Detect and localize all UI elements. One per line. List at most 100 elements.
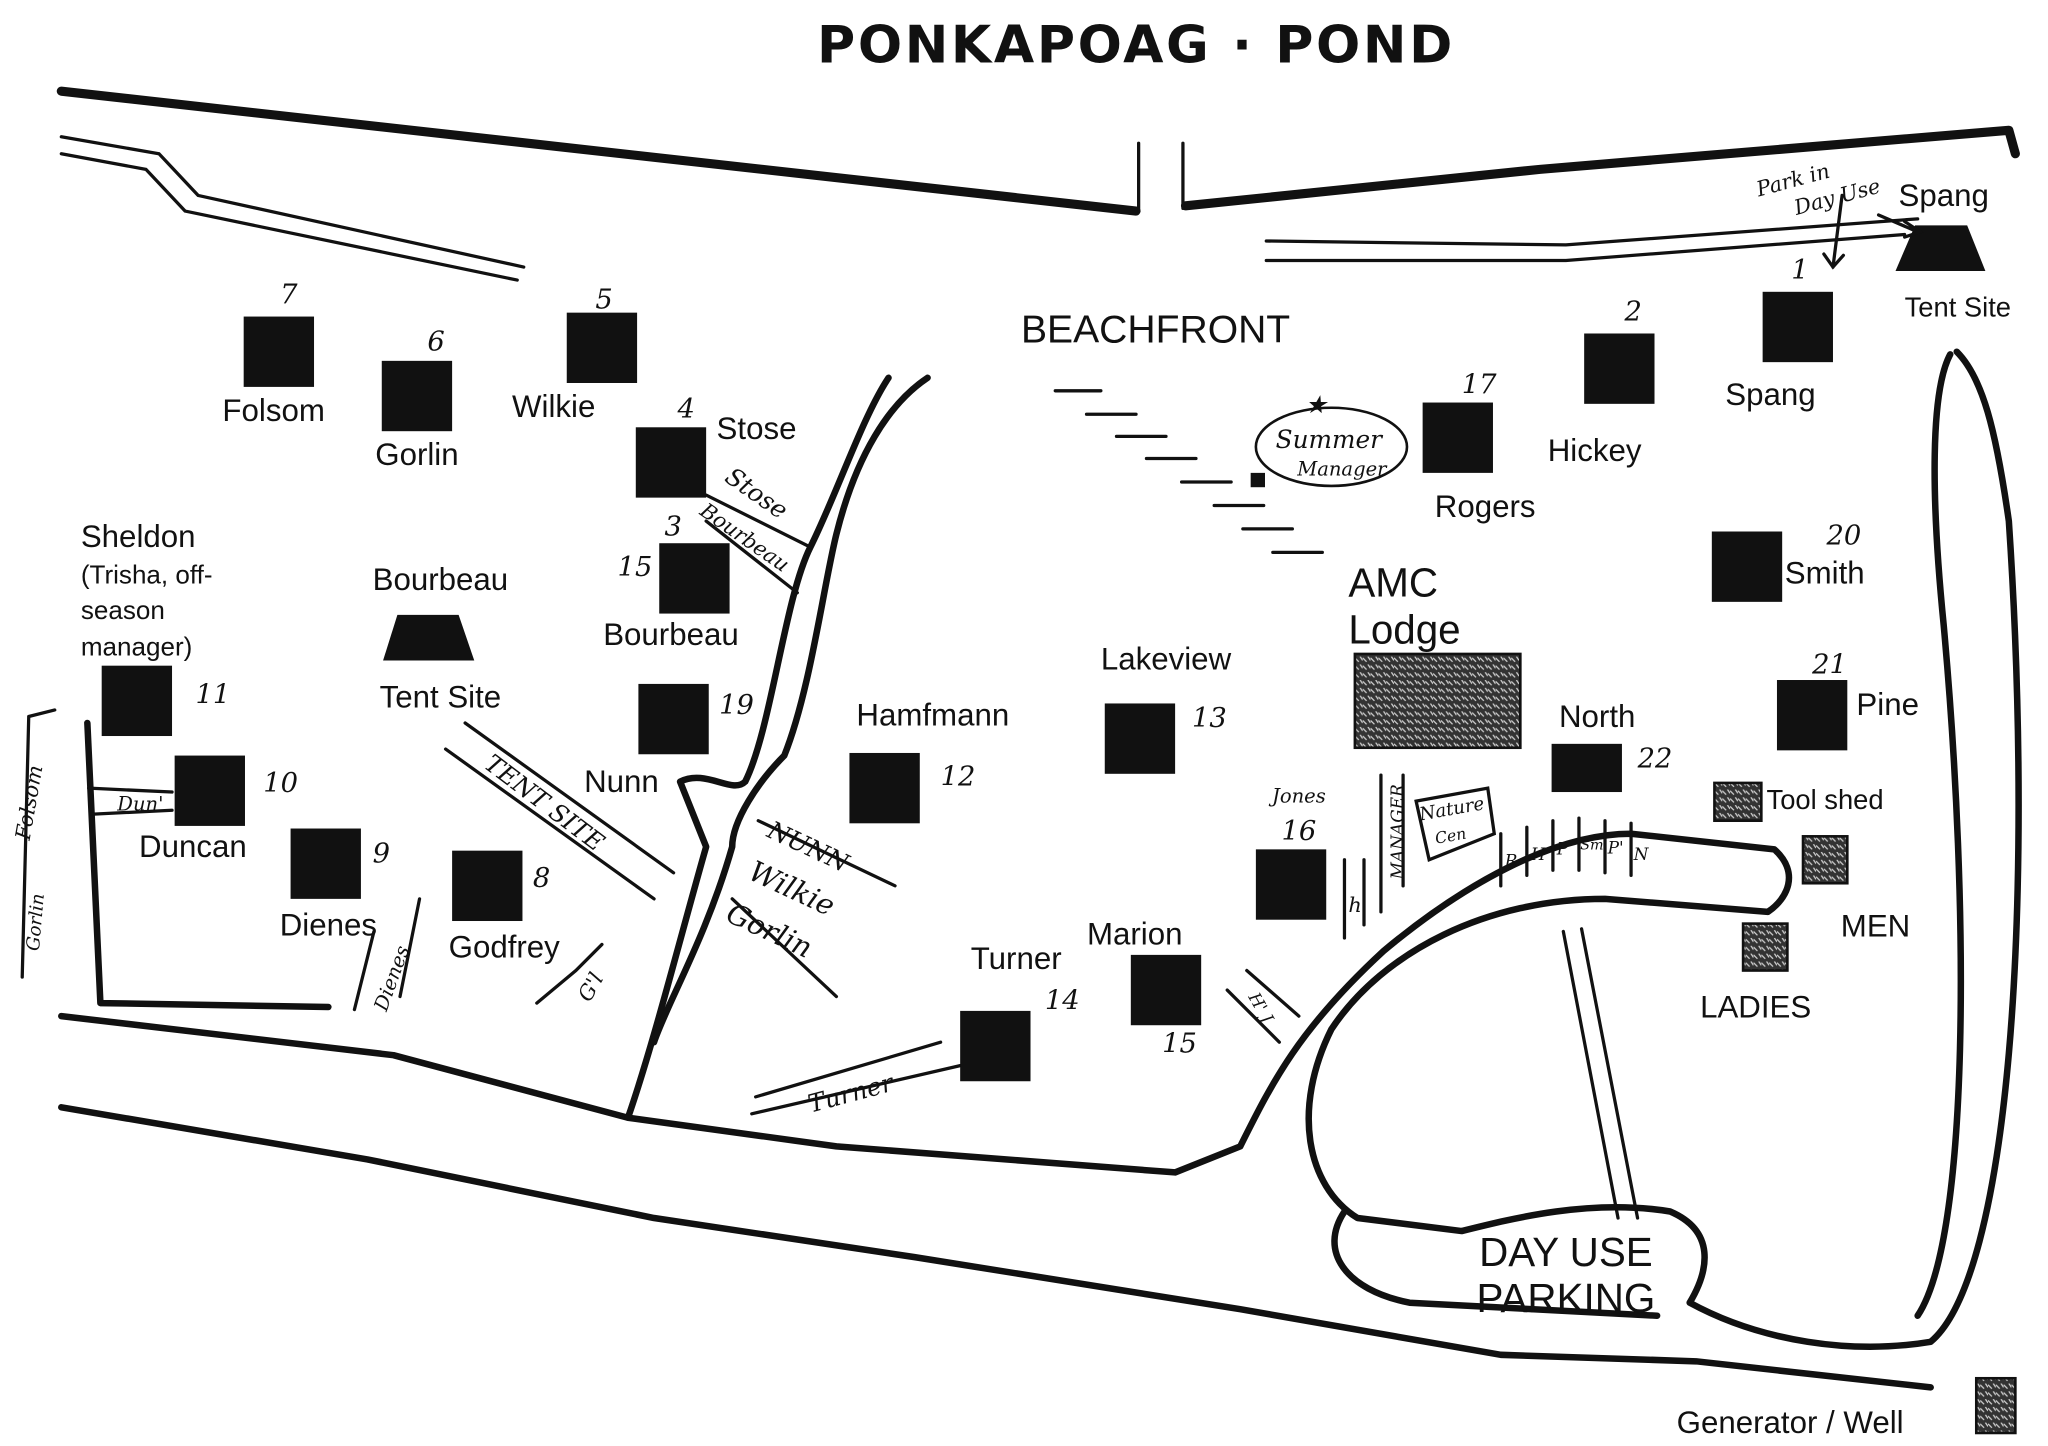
cabin-sheldon[interactable]: 11 Sheldon xyxy=(81,519,230,737)
svg-text:Cen: Cen xyxy=(1433,824,1467,848)
amc-lodge-building xyxy=(1353,652,1522,750)
cabin-name: Bourbeau xyxy=(603,617,739,652)
cabin-number: 2 xyxy=(1624,296,1642,327)
cabin-marker xyxy=(638,683,709,755)
arrow-icon xyxy=(1822,193,1924,270)
cabin-marker xyxy=(849,752,920,824)
cabin-name: Rogers xyxy=(1435,489,1536,524)
cabin-number: 12 xyxy=(941,762,976,793)
cabin-marker xyxy=(1104,703,1176,774)
cabin-marker xyxy=(1551,743,1622,793)
cabin-marker xyxy=(1255,849,1327,920)
svg-text:Turner: Turner xyxy=(805,1067,898,1118)
tool-shed[interactable]: Tool shed xyxy=(1713,781,1884,823)
cabin-marker xyxy=(101,665,173,737)
cabin-name: Folsom xyxy=(222,393,324,428)
cabin-number: 11 xyxy=(195,679,230,710)
cabin-number: 22 xyxy=(1637,743,1673,774)
summer-manager: ★ Summer Manager xyxy=(1250,390,1409,488)
cabin-name: Dienes xyxy=(280,907,377,942)
cabin-number: 15 xyxy=(1162,1029,1197,1060)
cabin-marker xyxy=(1776,680,1848,751)
svg-text:Dun': Dun' xyxy=(116,792,163,815)
svg-text:manager): manager) xyxy=(81,631,192,661)
ladies-restroom[interactable]: LADIES xyxy=(1700,922,1811,1025)
cabin-name: Sheldon xyxy=(81,519,196,554)
cabin-marker xyxy=(1130,954,1202,1026)
svg-text:G'l: G'l xyxy=(573,969,608,1006)
svg-text:P: P xyxy=(1556,839,1569,859)
svg-text:Folsom: Folsom xyxy=(11,763,48,843)
cabin-name: Jones xyxy=(1268,784,1326,807)
cabin-name: Wilkie xyxy=(512,389,595,424)
cabin-number: 16 xyxy=(1281,816,1316,847)
svg-text:P': P' xyxy=(1607,837,1624,857)
cabin-name: Pine xyxy=(1856,687,1919,722)
mens-restroom[interactable]: MEN xyxy=(1801,835,1910,944)
cabin-number: 17 xyxy=(1462,369,1497,400)
cabin-name: Spang xyxy=(1725,377,1815,412)
svg-text:Manager: Manager xyxy=(1296,457,1388,480)
day-use-parking[interactable]: DAY USE PARKING xyxy=(1477,1229,1656,1321)
svg-text:h: h xyxy=(1348,893,1361,917)
svg-text:Generator / Well: Generator / Well xyxy=(1677,1405,1904,1440)
cabin-marker xyxy=(290,828,361,899)
tent-site-owner: Spang xyxy=(1899,178,1989,213)
svg-text:Tool shed: Tool shed xyxy=(1767,784,1884,815)
amc-lodge-label: Lodge xyxy=(1348,607,1460,653)
svg-text:R: R xyxy=(1504,850,1518,870)
cabin-name: Lakeview xyxy=(1101,642,1232,677)
svg-text:MEN: MEN xyxy=(1841,909,1910,944)
roads xyxy=(20,348,2022,1391)
cabin-number: 20 xyxy=(1825,521,1861,552)
cabin-number: 4 xyxy=(676,394,694,425)
tent-site-owner: Bourbeau xyxy=(373,562,509,597)
cabin-number: 3 xyxy=(664,511,681,542)
cabin-name: Duncan xyxy=(139,829,247,864)
svg-text:season: season xyxy=(81,595,165,625)
tent-site-spang[interactable]: Spang Tent Site xyxy=(1895,178,2012,323)
shoreline xyxy=(56,86,2020,282)
beach-steps xyxy=(1053,389,1324,554)
cabin-hamfmann[interactable]: 12 Hamfmann xyxy=(849,698,1009,824)
svg-text:H: H xyxy=(1530,844,1547,864)
cabin-marker xyxy=(960,1010,1031,1082)
sheldon-note: (Trisha, off- season manager) xyxy=(81,560,213,662)
cabin-name: Hamfmann xyxy=(856,698,1009,733)
cabin-number: 14 xyxy=(1045,986,1080,1017)
cabin-marion[interactable]: 15 Marion xyxy=(1087,916,1202,1060)
amc-lodge[interactable]: AMC Lodge xyxy=(1348,560,1522,750)
cabin-number: 6 xyxy=(427,326,444,357)
cabin-marker xyxy=(381,360,453,432)
map-title: PONKAPOAG · POND xyxy=(817,16,1455,76)
cabin-marker xyxy=(659,543,730,614)
svg-text:Sm: Sm xyxy=(1580,837,1603,853)
svg-text:(Trisha, off-: (Trisha, off- xyxy=(81,560,213,590)
cabin-marker xyxy=(1584,333,1655,404)
generator-well[interactable]: Generator / Well xyxy=(1677,1376,2017,1440)
tent-site-bourbeau[interactable]: Bourbeau Tent Site xyxy=(373,562,509,714)
cabin-jones[interactable]: 16 Jones xyxy=(1255,784,1327,920)
star-icon: ★ xyxy=(1305,390,1329,419)
tent-site-icon xyxy=(1895,225,1986,271)
svg-text:N: N xyxy=(1633,844,1650,864)
cabin-name: Hickey xyxy=(1548,433,1642,468)
cabin-name: Marion xyxy=(1087,916,1183,951)
